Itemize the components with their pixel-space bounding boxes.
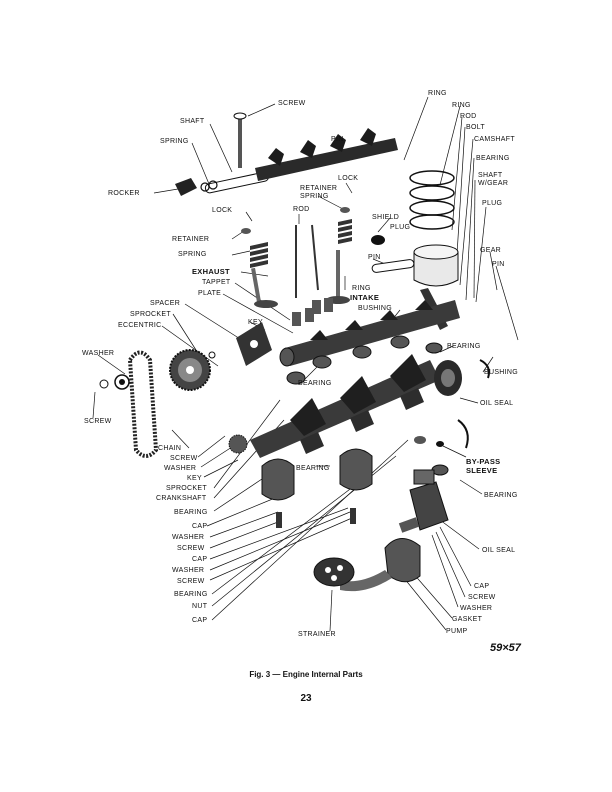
label-screw-3: SCREW (177, 578, 205, 585)
label-washer-3: WASHER (172, 567, 205, 574)
label-key-mid: KEY (248, 319, 263, 326)
label-pin-top: PIN (331, 136, 344, 143)
label-camshaft: CAMSHAFT (474, 136, 515, 143)
leader-lines (92, 96, 519, 632)
figure-caption: Fig. 3 — Engine Internal Parts (249, 670, 363, 679)
label-screw-r: SCREW (468, 594, 496, 601)
label-plate: PLATE (198, 290, 222, 297)
label-rod-mid: ROD (293, 206, 310, 213)
label-lock-right: LOCK (338, 175, 359, 182)
label-rod-right: ROD (460, 113, 477, 120)
label-screw-left: SCREW (84, 418, 112, 425)
label-screw-2: SCREW (177, 545, 205, 552)
label-cap-r: CAP (474, 583, 490, 590)
label-washer-r: WASHER (460, 605, 493, 612)
label-bearing-right-1: BEARING (476, 155, 510, 162)
cam-bushings (286, 335, 443, 385)
label-bearing-list-2: BEARING (174, 591, 208, 598)
label-bushing-mid: BUSHING (358, 305, 392, 312)
label-sprocket-list: SPROCKET (166, 485, 207, 492)
label-shaft: SHAFT (180, 118, 205, 125)
label-cap-1: CAP (192, 523, 208, 530)
label-washer-left: WASHER (82, 350, 115, 357)
label-ring-intake: RING (352, 285, 371, 292)
valve-parts (241, 207, 352, 308)
label-nut: NUT (192, 603, 208, 610)
label-intake: INTAKE (350, 293, 380, 302)
label-cap-3: CAP (192, 617, 208, 624)
page-number: 23 (300, 693, 312, 704)
label-bypass-sleeve: BY-PASS SLEEVE (466, 457, 501, 475)
label-washer-list: WASHER (164, 465, 197, 472)
label-ring-2: RING (452, 102, 471, 109)
label-crankshaft: CRANKSHAFT (156, 495, 207, 502)
label-screw-list: SCREW (170, 455, 198, 462)
rocker-shaft-assembly (175, 112, 398, 196)
label-pin-mid: PIN (368, 254, 381, 261)
camshaft (236, 298, 460, 367)
label-shaft-w-gear: SHAFT W/GEAR (478, 172, 509, 188)
label-plug-mid: PLUG (390, 224, 411, 231)
timing-chain-sprockets (99, 349, 248, 458)
label-retainer: RETAINER (172, 236, 210, 243)
oil-pump-assembly (313, 469, 449, 592)
label-strainer: STRAINER (298, 631, 336, 638)
label-oil-seal-lower: OIL SEAL (482, 547, 516, 554)
label-sprocket-left: SPROCKET (130, 311, 171, 318)
label-bearing-list-1: BEARING (174, 509, 208, 516)
figure-number: 59×57 (490, 642, 521, 654)
label-screw-top: SCREW (278, 100, 306, 107)
label-bolt: BOLT (466, 124, 485, 131)
label-spacer: SPACER (150, 300, 181, 307)
label-tappet: TAPPET (202, 279, 231, 286)
label-oil-seal-top: OIL SEAL (480, 400, 514, 407)
label-gasket: GASKET (452, 616, 483, 623)
label-rocker: ROCKER (108, 190, 140, 197)
label-pump: PUMP (446, 628, 468, 635)
label-washer-2: WASHER (172, 534, 205, 541)
label-key-list: KEY (187, 475, 202, 482)
label-spring-top: SPRING (160, 138, 189, 145)
label-pin-right: PIN (492, 261, 505, 268)
label-retainer-spring: RETAINER SPRING (300, 185, 338, 201)
label-bearing-cam-left: BEARING (298, 380, 332, 387)
label-bushing-right: BUSHING (484, 369, 518, 376)
label-lock-left: LOCK (212, 207, 233, 214)
main-bearings (261, 359, 490, 528)
label-ring-1: RING (428, 90, 447, 97)
label-bearing-crank: BEARING (296, 465, 330, 472)
label-exhaust: EXHAUST (192, 267, 230, 276)
label-bearing-cam-right: BEARING (447, 343, 481, 350)
label-plug-right: PLUG (482, 200, 503, 207)
label-gear: GEAR (480, 247, 502, 254)
label-eccentric: ECCENTRIC (118, 322, 162, 329)
crankshaft (250, 354, 462, 458)
label-cap-2: CAP (192, 556, 208, 563)
label-chain: CHAIN (158, 445, 182, 452)
label-bearing-lower-right: BEARING (484, 492, 518, 499)
label-shield: SHIELD (372, 214, 400, 221)
label-spring-mid: SPRING (178, 251, 207, 258)
